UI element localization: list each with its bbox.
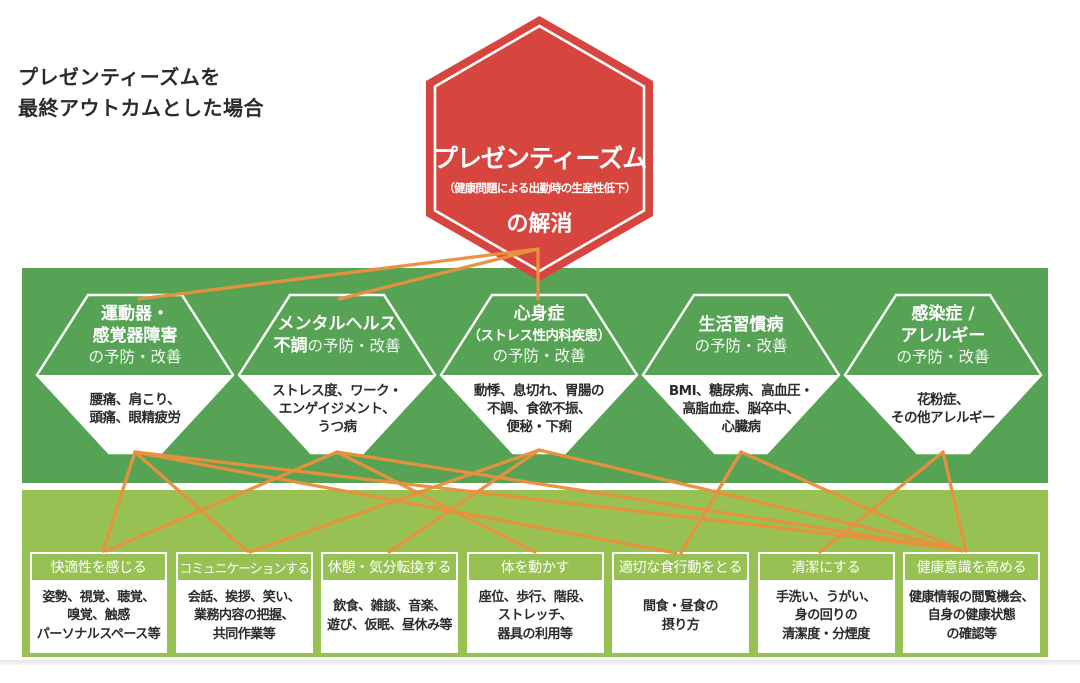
behavior-box-detail: 姿勢、視覚、聴覚、 嗅覚、触感 パーソナルスペース等 — [32, 582, 165, 651]
behavior-box-detail: 間食・昼食の 摂り方 — [614, 582, 747, 651]
hexagon-head: 運動器・感覚器障害の予防・改善 — [39, 299, 231, 371]
behavior-box: 休憩・気分転換する 飲食、雑談、音楽、 遊び、仮眠、昼休み等 — [321, 552, 458, 653]
hexagon-head-segment: 不調 — [273, 336, 308, 356]
health-hexagon: 感染症 /アレルギーの予防・改善 花粉症、 その他アレルギー — [843, 293, 1043, 455]
outcome-title: プレゼンティーズム — [432, 144, 647, 173]
hexagon-detail: BMI、糖尿病、高血圧・ 高脂血症、脳卒中、 心臓病 — [668, 382, 814, 436]
behavior-box-detail: 健康情報の閲覧機会、 自身の健康状態 の確認等 — [905, 582, 1038, 651]
behavior-box: 清潔にする 手洗い、うがい、 身の回りの 清潔度・分煙度 — [757, 552, 895, 653]
page-title: プレゼンティーズムを 最終アウトカムとした場合 — [18, 65, 264, 120]
hexagon-head-segment: の予防・改善 — [694, 336, 788, 355]
behavior-box-detail: 会話、挨拶、笑い、 業務内容の把握、 共同作業等 — [177, 582, 311, 651]
hexagon-head-text: メンタルヘルス不調の予防・改善 — [273, 313, 400, 357]
health-hexagon-row: 運動器・感覚器障害の予防・改善 腰痛、肩こり、 頭痛、眼精疲労 メンタルヘルス不… — [22, 293, 1048, 455]
health-hexagon: 生活習慣病の予防・改善 BMI、糖尿病、高血圧・ 高脂血症、脳卒中、 心臓病 — [641, 293, 841, 455]
behavior-box-label: 清潔にする — [759, 554, 893, 582]
health-hexagon: 運動器・感覚器障害の予防・改善 腰痛、肩こり、 頭痛、眼精疲労 — [35, 293, 235, 455]
bottom-edge-strip — [0, 660, 1080, 665]
health-hexagon: メンタルヘルス不調の予防・改善 ストレス度、ワーク・ エンゲイジメント、 うつ病 — [237, 293, 437, 455]
hexagon-head: メンタルヘルス不調の予防・改善 — [241, 299, 433, 371]
behavior-box: 適切な食行動をとる 間食・昼食の 摂り方 — [612, 552, 749, 653]
hexagon-head-segment: の予防・改善 — [307, 337, 401, 355]
hexagon-head-text: 運動器・感覚器障害の予防・改善 — [88, 303, 181, 368]
behavior-box-label: 体を動かす — [468, 554, 602, 582]
behavior-box: 快適性を感じる 姿勢、視覚、聴覚、 嗅覚、触感 パーソナルスペース等 — [30, 552, 167, 653]
hexagon-head-segment: アレルギー — [900, 325, 986, 346]
hexagon-head: 心身症 （ストレス性内科疾患） の予防・改善 — [443, 299, 635, 371]
health-hexagon: 心身症 （ストレス性内科疾患） の予防・改善 動悸、息切れ、胃腸の 不調、食欲不振、… — [439, 293, 639, 455]
behavior-box-detail: 飲食、雑談、音楽、 遊び、仮眠、昼休み等 — [323, 582, 456, 651]
hexagon-detail: 腰痛、肩こり、 頭痛、眼精疲労 — [89, 391, 182, 426]
hexagon-head-segment: の予防・改善 — [88, 347, 182, 366]
outcome-text: プレゼンティーズム （健康問題による出勤時の生産性低下） の解消 — [423, 14, 656, 283]
behavior-box-label: 快適性を感じる — [32, 554, 165, 582]
outcome-hexagon: プレゼンティーズム （健康問題による出勤時の生産性低下） の解消 — [423, 14, 656, 283]
behavior-box: 健康意識を高める 健康情報の閲覧機会、 自身の健康状態 の確認等 — [903, 552, 1040, 653]
hexagon-detail: 花粉症、 その他アレルギー — [891, 391, 996, 426]
behavior-box-detail: 手洗い、うがい、 身の回りの 清潔度・分煙度 — [759, 582, 893, 651]
hexagon-head-segment: 運動器・ — [100, 303, 169, 324]
hexagon-head-segment: 心身症 — [513, 304, 565, 325]
hexagon-shape — [843, 293, 1043, 455]
hexagon-head-segment: の予防・改善 — [896, 347, 990, 366]
behavior-box-label: 休憩・気分転換する — [323, 554, 456, 582]
hexagon-head-segment: メンタルヘルス — [277, 313, 397, 334]
hexagon-head-segment: 生活習慣病 — [698, 314, 784, 335]
behavior-box-label: 適切な食行動をとる — [614, 554, 747, 582]
hexagon-detail: ストレス度、ワーク・ エンゲイジメント、 うつ病 — [272, 382, 402, 436]
hexagon-head: 生活習慣病の予防・改善 — [645, 299, 837, 371]
behavior-box: コミュニケーションする 会話、挨拶、笑い、 業務内容の把握、 共同作業等 — [175, 552, 313, 653]
hexagon-head-text: 心身症 （ストレス性内科疾患） の予防・改善 — [467, 303, 612, 367]
hexagon-head-text: 生活習慣病の予防・改善 — [694, 314, 787, 357]
hexagon-head-segment: 感染症 / — [911, 303, 975, 324]
hexagon-head-segment: 感覚器障害 — [92, 325, 178, 346]
hexagon-head: 感染症 /アレルギーの予防・改善 — [847, 299, 1039, 371]
behavior-box: 体を動かす 座位、歩行、階段、 ストレッチ、 器具の利用等 — [466, 552, 604, 653]
behavior-box-row: 快適性を感じる 姿勢、視覚、聴覚、 嗅覚、触感 パーソナルスペース等 コミュニケ… — [30, 552, 1040, 653]
hexagon-head-text: 感染症 /アレルギーの予防・改善 — [896, 303, 989, 368]
behavior-box-detail: 座位、歩行、階段、 ストレッチ、 器具の利用等 — [468, 582, 602, 651]
hexagon-head-segment: の予防・改善 — [492, 347, 586, 366]
behavior-box-label: コミュニケーションする — [177, 554, 311, 582]
outcome-subtitle: （健康問題による出勤時の生産性低下） — [443, 181, 636, 195]
behavior-box-label: 健康意識を高める — [905, 554, 1038, 582]
hexagon-head-segment: （ストレス性内科疾患） — [467, 328, 612, 345]
hexagon-detail: 動悸、息切れ、胃腸の 不調、食欲不振、 便秘・下痢 — [473, 382, 605, 436]
outcome-suffix: の解消 — [506, 212, 573, 237]
